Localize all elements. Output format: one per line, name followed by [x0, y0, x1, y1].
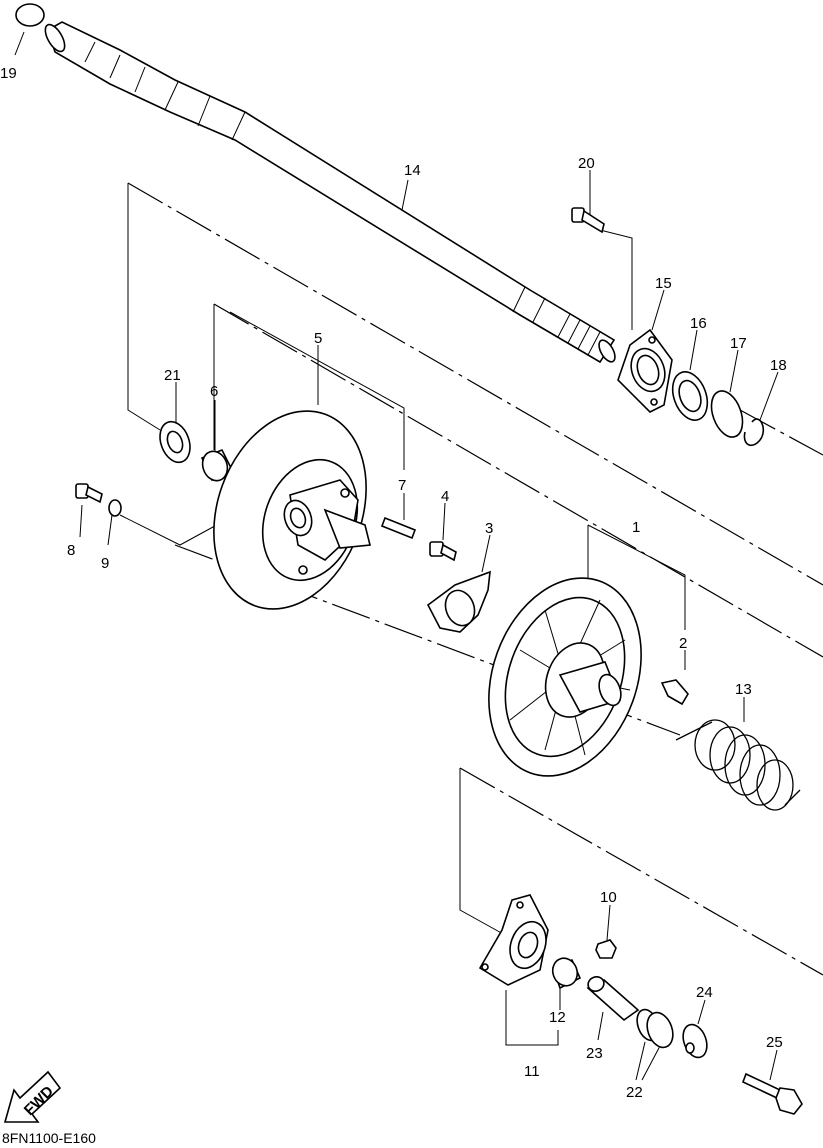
callout-17: 17 — [730, 335, 747, 352]
washer-part-9 — [108, 499, 122, 517]
callout-7: 7 — [398, 477, 406, 494]
callout-23: 23 — [586, 1045, 603, 1062]
diagram-code: 8FN1100-E160 — [2, 1130, 96, 1146]
washer-part-24 — [682, 1023, 708, 1059]
spring-part-13 — [675, 719, 801, 811]
collar-part-23 — [586, 976, 640, 1022]
callout-15: 15 — [655, 275, 672, 292]
callout-19: 19 — [0, 65, 17, 82]
sliding-sheave-part-1 — [488, 577, 642, 777]
callout-22: 22 — [626, 1084, 643, 1101]
snap-ring-part-18 — [743, 418, 765, 447]
o-ring-part-19 — [15, 3, 45, 27]
washer-part-21 — [159, 420, 191, 464]
stud-part-7 — [380, 516, 417, 540]
forward-direction-arrow: FWD — [3, 1070, 62, 1123]
callout-21: 21 — [164, 367, 181, 384]
callout-9: 9 — [101, 555, 109, 572]
shaft-part-14 — [44, 21, 616, 364]
callout-6: 6 — [210, 383, 218, 400]
callout-16: 16 — [690, 315, 707, 332]
bearing-part-16 — [671, 371, 709, 421]
bolt-part-25 — [741, 1072, 803, 1115]
callout-3: 3 — [485, 520, 493, 537]
circlip-part-17 — [710, 390, 744, 438]
fixed-sheave-part-5 — [213, 410, 372, 610]
callout-13: 13 — [735, 681, 752, 698]
gasket-part-3 — [426, 570, 491, 633]
callout-14: 14 — [404, 162, 421, 179]
callout-25: 25 — [766, 1034, 783, 1051]
roller-part-22 — [636, 1008, 674, 1049]
callout-1: 1 — [632, 519, 640, 536]
nut-part-10 — [595, 939, 617, 959]
bushing-part-12 — [551, 957, 582, 990]
callout-20: 20 — [578, 155, 595, 172]
slider-part-2 — [660, 679, 689, 706]
callout-5: 5 — [314, 330, 322, 347]
callout-4: 4 — [441, 488, 449, 505]
callout-11: 11 — [524, 1063, 540, 1080]
bolt-part-8 — [75, 483, 103, 504]
callout-labels: 1 2 3 4 5 6 7 8 9 10 11 12 13 14 15 16 1… — [0, 65, 787, 1101]
callout-18: 18 — [770, 357, 787, 374]
callout-2: 2 — [679, 635, 687, 652]
bracket-part-11 — [478, 894, 549, 986]
bolt-part-20 — [571, 207, 605, 234]
bracket-lines — [14, 31, 779, 1081]
callout-12: 12 — [549, 1009, 566, 1026]
callout-24: 24 — [696, 984, 713, 1001]
bolt-part-4 — [429, 541, 457, 562]
bearing-housing-part-15 — [617, 328, 673, 413]
callout-8: 8 — [67, 542, 75, 559]
bushing-part-6 — [200, 448, 234, 482]
callout-10: 10 — [600, 889, 617, 906]
